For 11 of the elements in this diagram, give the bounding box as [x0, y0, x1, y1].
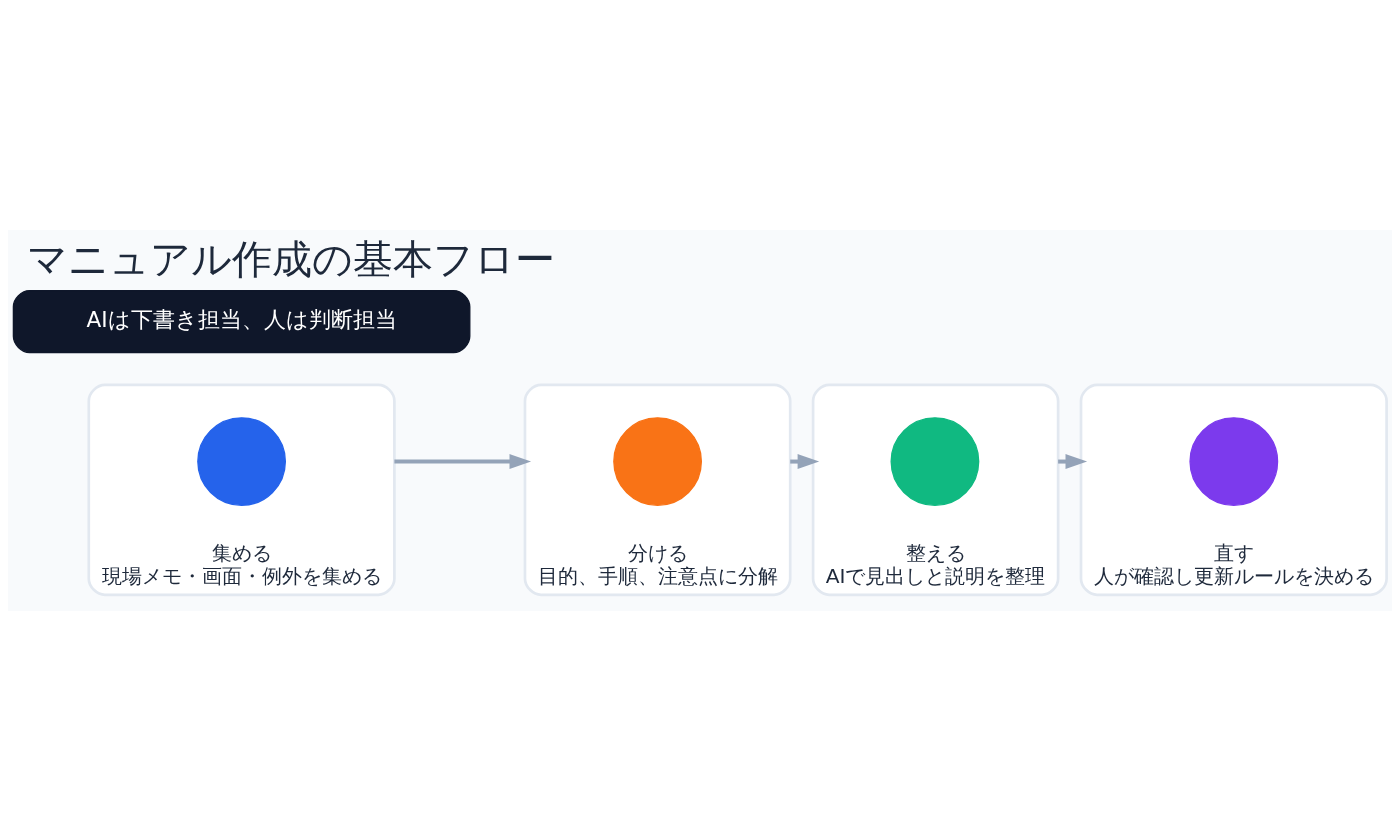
node-box: AIは下書き担当、人は判断担当	[12, 289, 471, 353]
node-circle	[613, 416, 703, 506]
node-circle	[197, 416, 286, 506]
cluster: 集める 現場メモ・画面・例外を集める	[87, 382, 396, 596]
cluster: 直す 人が確認し更新ルールを決める	[1079, 382, 1388, 596]
node-circle	[1189, 416, 1279, 506]
diagram-title: マニュアル作成の基本フロー	[27, 235, 556, 283]
cluster: 整える AIで見出しと説明を整理	[811, 382, 1060, 596]
node-circle	[890, 416, 980, 506]
arrow	[394, 453, 532, 469]
cluster: 分ける 目的、手順、注意点に分解	[523, 382, 792, 596]
